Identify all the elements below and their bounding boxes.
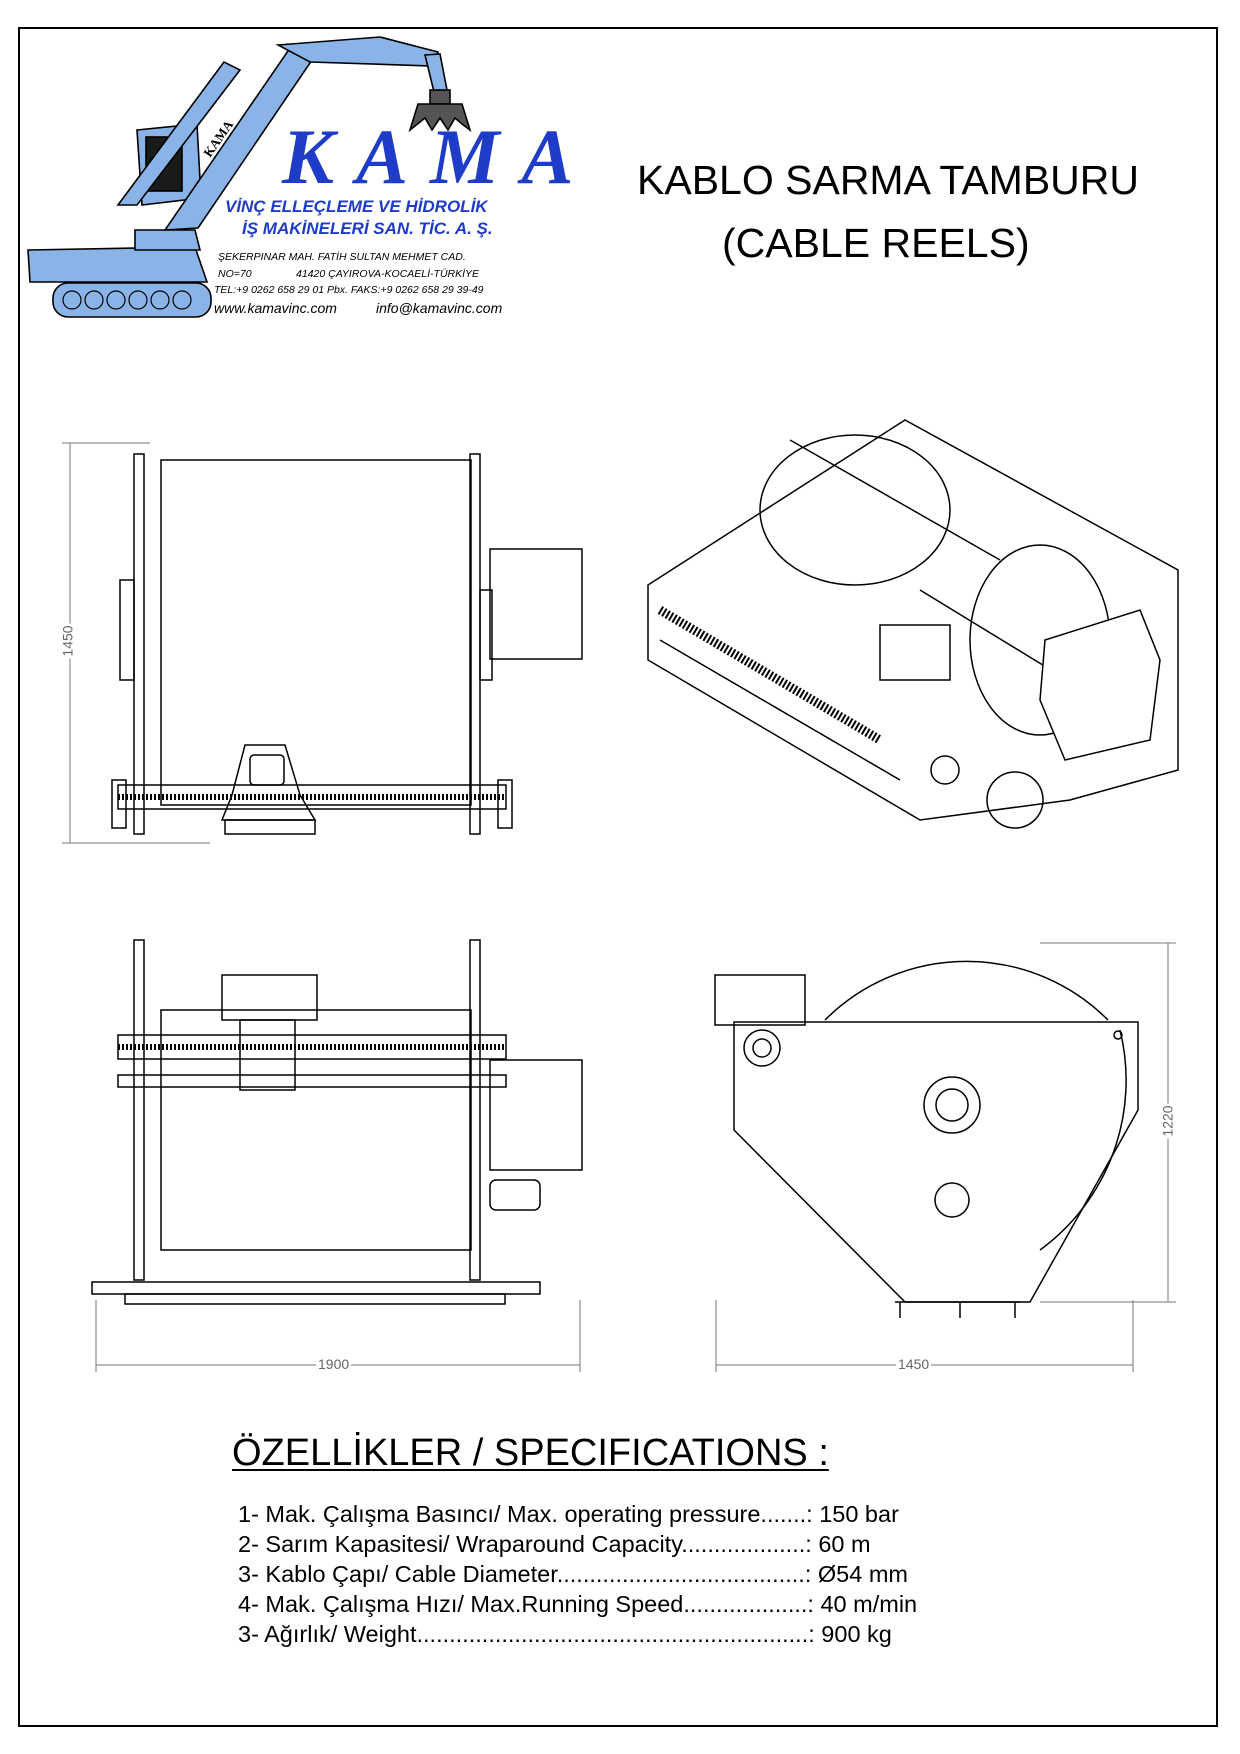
spec-item: 4- Mak. Çalışma Hızı/ Max.Running Speed.… (238, 1591, 918, 1617)
top-view-drawing (91, 939, 583, 1305)
isometric-view-drawing (647, 419, 1179, 829)
drawing-frame (18, 27, 1218, 1727)
bottom-width-label: 1900 (316, 1356, 352, 1372)
address-city: 41420 ÇAYIROVA-KOCAELİ-TÜRKİYE (296, 268, 480, 280)
phone-fax: TEL:+9 0262 658 29 01 Pbx. FAKS:+9 0262 … (214, 284, 484, 296)
website: www.kamavinc.com (214, 300, 337, 316)
side-height-label: 1220 (1159, 1103, 1176, 1139)
spec-item: 2- Sarım Kapasitesi/ Wraparound Capacity… (238, 1531, 871, 1557)
email: info@kamavinc.com (376, 300, 503, 316)
company-name-line2: İŞ MAKİNELERİ SAN. TİC. A. Ş. (242, 219, 493, 238)
address-line: ŞEKERPINAR MAH. FATİH SULTAN MEHMET CAD. (218, 251, 466, 263)
spec-item: 1- Mak. Çalışma Basıncı/ Max. operating … (238, 1501, 899, 1527)
side-width-label: 1450 (896, 1356, 932, 1372)
brand-logo-text: KAMA (282, 113, 596, 200)
front-height-label: 1450 (59, 623, 76, 659)
specifications-list: 1- Mak. Çalışma Basıncı/ Max. operating … (238, 1499, 917, 1649)
company-name-line1: VİNÇ ELLEÇLEME VE HİDROLİK (225, 197, 488, 216)
spec-item: 3- Kablo Çapı/ Cable Diameter...........… (238, 1561, 908, 1587)
front-view-drawing (111, 453, 583, 835)
side-view-drawing (714, 960, 1139, 1318)
spec-item: 3- Ağırlık/ Weight......................… (238, 1621, 892, 1647)
address-number: NO=70 (218, 268, 252, 280)
title-turkish: KABLO SARMA TAMBURU (637, 157, 1139, 203)
title-english: (CABLE REELS) (722, 220, 1030, 266)
front-height-dimension (62, 442, 210, 844)
specifications-heading: ÖZELLİKLER / SPECIFICATIONS : (232, 1432, 829, 1474)
